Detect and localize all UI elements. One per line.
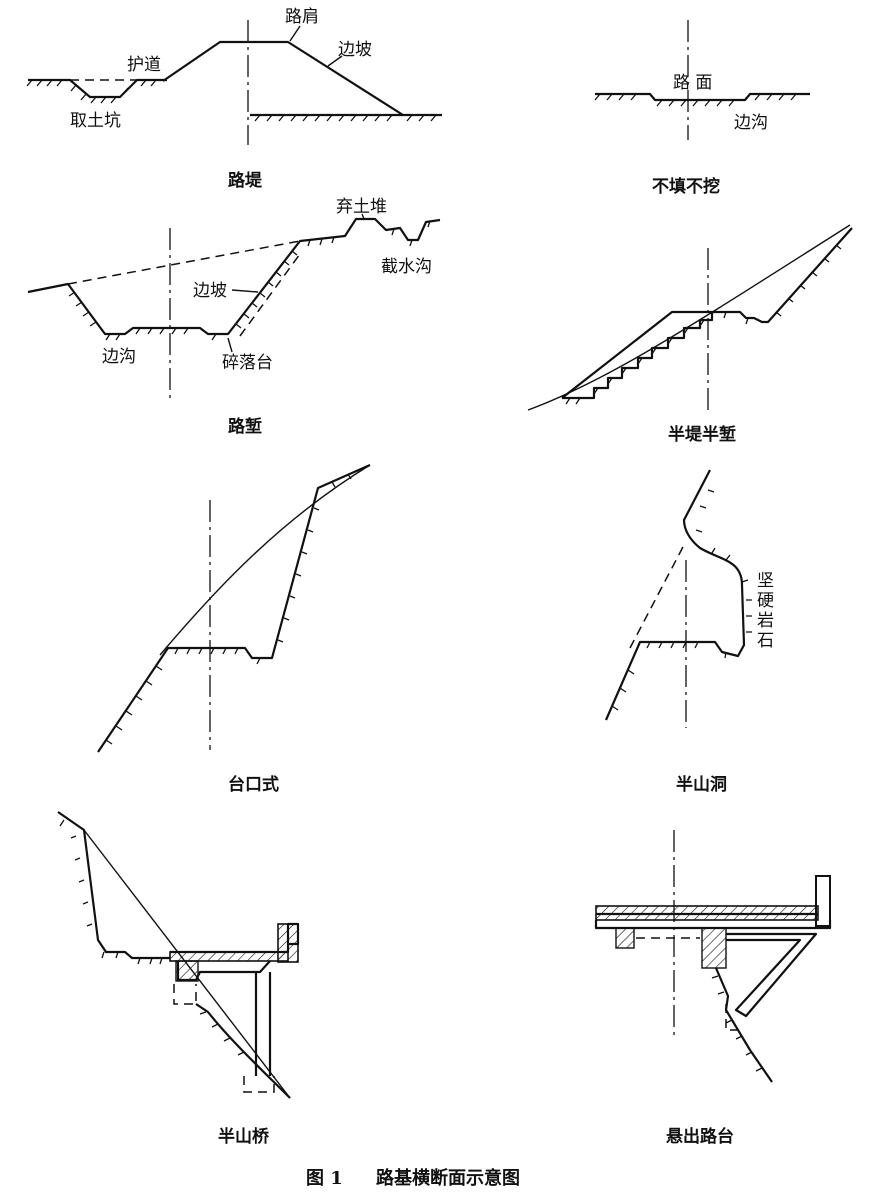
- grade-caption: 不填不挖: [652, 176, 720, 197]
- half-tunnel-rock-char-4: 石: [757, 631, 774, 651]
- half-tunnel-hatching: [611, 489, 752, 711]
- cutting-bench-leader: [227, 337, 233, 353]
- bench-type-section: 台口式: [97, 463, 371, 795]
- cantilever-caption: 悬出路台: [666, 1126, 734, 1147]
- cutting-profile: [27, 217, 441, 336]
- half-tunnel-rock-char-2: 硬: [757, 591, 774, 611]
- half-bridge-lower-hatching: [199, 1011, 245, 1056]
- half-tunnel-profile: [604, 469, 746, 721]
- cantilever-left-support: [615, 927, 635, 949]
- half-bridge-lower-rock: [195, 1003, 291, 1099]
- half-tunnel-rock-char-3: 岩: [757, 611, 774, 631]
- bench-profile: [97, 463, 371, 753]
- bench-caption: 台口式: [228, 774, 279, 795]
- bench-hatching: [105, 473, 352, 745]
- cutting-side-ditch-label: 边沟: [102, 347, 136, 367]
- half-bridge-abutment: [175, 960, 199, 982]
- cantilever-strut: [726, 932, 818, 1018]
- hfhc-hatching: [565, 244, 842, 405]
- half-bridge-pier-footing: [243, 1076, 275, 1093]
- bench-original-ground: [159, 464, 371, 656]
- cantilever-rock-dash: [725, 1004, 744, 1031]
- hfhc-steps: [562, 312, 714, 400]
- half-bridge-hatching: [59, 819, 163, 965]
- half-tunnel-original-slope: [629, 544, 685, 649]
- half-bridge-footing: [173, 984, 197, 1005]
- half-bridge-deck-slab: [169, 951, 289, 962]
- cantilever-parapet: [815, 875, 831, 927]
- embankment-shoulder-leader: [289, 25, 301, 42]
- cantilever-section: 悬出路台: [594, 830, 832, 1147]
- half-tunnel-rock-char-1: 坚: [757, 571, 774, 591]
- half-bridge-pier: [254, 972, 272, 1076]
- grade-hatching: [594, 93, 797, 107]
- embankment-ground-left: [28, 78, 167, 99]
- figure-title: 路基横断面示意图: [376, 1167, 520, 1189]
- cutting-slope-label: 边坡: [193, 281, 227, 301]
- grade-ground: [595, 92, 810, 102]
- hfhc-profile: [561, 227, 853, 399]
- cutting-caption: 路堑: [228, 416, 262, 437]
- cantilever-hatching: [711, 975, 763, 1072]
- hfhc-caption: 半堤半堑: [668, 424, 736, 445]
- embankment-borrow-pit-label: 取土坑: [70, 111, 121, 131]
- half-bridge-parapet: [277, 923, 299, 963]
- cutting-section: 弃土堆 截水沟 边坡 边沟 碎落台 路堑: [27, 197, 441, 437]
- cantilever-main-support: [701, 927, 727, 969]
- figure-number: 图 1: [306, 1168, 343, 1189]
- embankment-hatching: [26, 79, 437, 122]
- hfhc-original-ground: [527, 224, 851, 411]
- half-bridge-caption: 半山桥: [218, 1126, 270, 1147]
- embankment-body: [162, 40, 404, 116]
- half-tunnel-caption: 半山洞: [676, 774, 727, 795]
- cutting-original-ground: [67, 240, 301, 285]
- grade-side-ditch-label: 边沟: [734, 113, 768, 133]
- embankment-section: 路肩 边坡 护道 取土坑 路堤: [26, 7, 442, 191]
- cantilever-underside: [594, 920, 832, 930]
- embankment-berm-label: 护道: [127, 55, 161, 75]
- cutting-slope-line: [239, 253, 301, 337]
- embankment-caption: 路堤: [228, 170, 263, 191]
- embankment-shoulder-label: 路肩: [285, 7, 319, 27]
- cutting-slope-leader: [231, 289, 259, 293]
- cutting-intercepting-ditch-label: 截水沟: [381, 257, 432, 277]
- half-tunnel-section: 坚 硬 岩 石 半山洞: [604, 469, 774, 795]
- at-grade-section: 路 面 边沟 不填不挖: [594, 20, 810, 197]
- cutting-hatching: [68, 213, 431, 341]
- embankment-slope-label: 边坡: [338, 40, 372, 60]
- cutting-spoil-bank-label: 弃土堆: [336, 197, 387, 217]
- cutting-rockfall-bench-label: 碎落台: [222, 353, 273, 373]
- grade-road-surface-label: 路 面: [673, 73, 712, 93]
- embankment-slope-leader: [327, 55, 343, 67]
- half-bridge-rock-face: [57, 811, 170, 960]
- half-fill-half-cut-section: 半堤半堑: [527, 224, 853, 445]
- half-bridge-section: 半山桥: [57, 811, 300, 1147]
- cantilever-rock: [714, 967, 773, 1083]
